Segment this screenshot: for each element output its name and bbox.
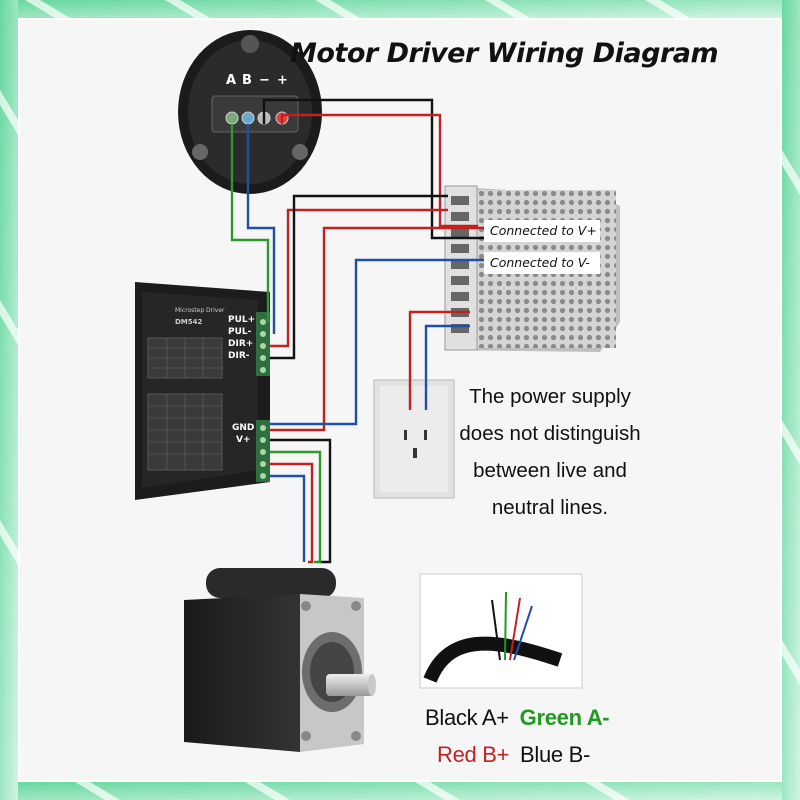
diagram-title: Motor Driver Wiring Diagram	[290, 38, 719, 69]
driver-name-label: Microstep Driver	[175, 307, 225, 314]
wire-blue-gnd	[270, 258, 484, 426]
legend-black-a-plus: Black A+	[425, 705, 509, 730]
note-line-2: does not distinguish	[459, 422, 641, 445]
driver-terminal-gnd: GND	[232, 423, 254, 433]
driver-terminal-pul-plus: PUL+	[228, 315, 255, 325]
power-supply	[444, 185, 620, 352]
motor-terminal-label-b: B	[242, 73, 252, 88]
wall-socket	[373, 379, 455, 499]
wire-blue-b	[246, 124, 276, 334]
wire-legend-line-1: Black A+ Green A-	[425, 705, 614, 731]
cable-photo	[419, 573, 583, 689]
motor-junction-box	[178, 30, 322, 194]
wire-black-dir	[270, 194, 448, 360]
wire-legend-line-2: Red B+ Blue B-	[437, 742, 595, 768]
legend-red-b-plus: Red B+	[437, 742, 510, 767]
psu-vminus-label: Connected to V-	[490, 255, 590, 270]
legend-blue-b-minus: Blue B-	[520, 742, 591, 767]
wire-red-motor	[270, 462, 314, 564]
stepper-driver	[135, 282, 270, 500]
wire-red-ac	[408, 310, 470, 410]
motor-terminal-label-a: A	[226, 73, 236, 88]
stepper-motor	[184, 568, 376, 752]
driver-terminal-vplus: V+	[236, 435, 251, 445]
note-line-3: between live and	[473, 459, 627, 482]
note-line-4: neutral lines.	[491, 496, 609, 519]
wire-red-dir	[270, 208, 448, 348]
legend-green-a-minus: Green A-	[519, 705, 610, 730]
driver-model-label: DM542	[175, 318, 203, 326]
wire-red-vplus	[270, 226, 484, 432]
driver-terminal-pul-minus: PUL-	[228, 327, 252, 337]
wire-green-a	[230, 124, 270, 322]
power-supply-note: The power supply does not distinguish be…	[455, 378, 645, 526]
wires	[230, 98, 484, 564]
wire-black-motor	[270, 438, 332, 564]
driver-terminal-dir-plus: DIR+	[228, 339, 253, 349]
wire-black-minus	[262, 98, 484, 240]
motor-terminal-label-plus: +	[277, 73, 288, 88]
wire-blue-motor	[270, 474, 306, 562]
note-line-1: The power supply	[469, 385, 631, 408]
wire-green-motor	[270, 450, 322, 564]
wire-red-plus	[280, 113, 478, 228]
motor-terminal-label-minus: −	[259, 73, 270, 88]
wire-blue-ac	[424, 324, 470, 410]
driver-terminal-dir-minus: DIR-	[228, 351, 250, 361]
psu-vplus-label: Connected to V+	[490, 223, 597, 238]
